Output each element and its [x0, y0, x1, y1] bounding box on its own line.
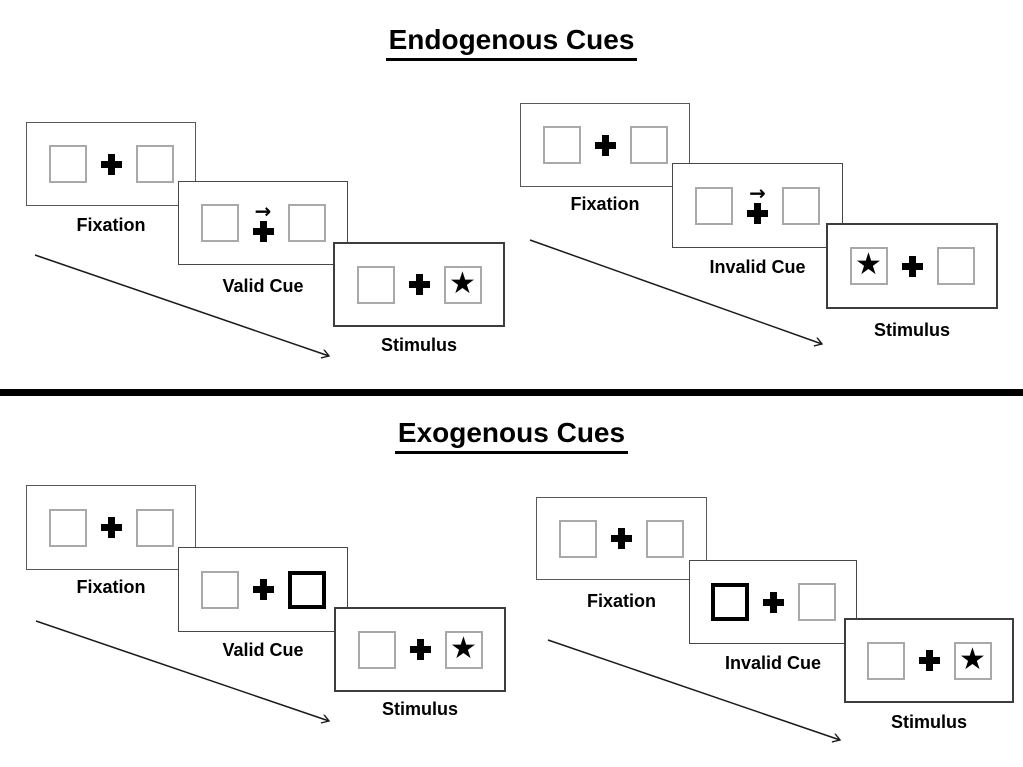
panel-label-valid-cue: Valid Cue — [222, 640, 304, 660]
right-box — [135, 145, 174, 183]
exo-invalid-cue-panel — [689, 560, 857, 644]
left-box-target: ★ — [849, 247, 888, 285]
fixation-cross-icon — [901, 255, 923, 277]
panel-label-fixation: Fixation — [76, 215, 146, 235]
endo-valid-stimulus-panel: ★ — [333, 242, 505, 327]
cue-arrow-icon: → — [749, 181, 766, 205]
section-title-text: Endogenous Cues — [385, 24, 638, 61]
right-box-target: ★ — [443, 265, 482, 304]
exo-invalid-stimulus-panel: ★ — [844, 618, 1014, 703]
timeline-arrow-endo-valid — [34, 254, 329, 356]
left-box — [559, 519, 597, 558]
panel-label-fixation: Fixation — [76, 577, 146, 597]
left-box — [200, 204, 239, 242]
panel-label-stimulus: Stimulus — [873, 320, 950, 340]
endo-invalid-fixation-panel — [520, 103, 690, 187]
panel-label-fixation: Fixation — [586, 591, 656, 611]
panel-label-stimulus: Stimulus — [380, 335, 457, 355]
panel-label-fixation: Fixation — [570, 194, 640, 214]
section-title-text: Exogenous Cues — [394, 417, 629, 454]
section-divider — [0, 389, 1023, 396]
star-icon: ★ — [959, 641, 986, 677]
left-box — [542, 126, 581, 164]
timeline-arrow-exo-valid — [35, 620, 329, 721]
section-title-endogenous: Endogenous Cues — [0, 24, 1023, 61]
right-box — [936, 247, 975, 285]
right-box — [797, 583, 836, 621]
left-box — [48, 145, 87, 183]
left-box — [866, 641, 905, 680]
left-box — [695, 186, 733, 225]
right-box-cued — [287, 570, 326, 609]
exo-valid-fixation-panel — [26, 485, 196, 570]
star-icon: ★ — [449, 265, 476, 301]
panel-label-invalid-cue: Invalid Cue — [724, 653, 822, 673]
left-box — [357, 630, 396, 669]
panel-label-valid-cue: Valid Cue — [222, 276, 304, 296]
left-box-cued — [710, 583, 749, 621]
fixation-cross-icon — [747, 203, 768, 224]
section-title-exogenous: Exogenous Cues — [0, 417, 1023, 454]
right-box — [135, 508, 174, 547]
left-box — [200, 570, 239, 609]
fixation-cross-icon — [409, 639, 431, 660]
exo-valid-cue-panel — [178, 547, 348, 632]
panel-label-stimulus: Stimulus — [890, 712, 967, 732]
cue-arrow-icon: → — [254, 198, 272, 223]
right-box-target: ★ — [444, 630, 483, 669]
right-box — [782, 186, 820, 225]
fixation-cross-icon — [918, 650, 940, 671]
left-box — [356, 265, 395, 304]
star-icon: ★ — [450, 630, 477, 666]
right-box — [629, 126, 668, 164]
endo-valid-cue-panel: → — [178, 181, 348, 265]
fixation-cross-icon — [611, 528, 632, 549]
panel-label-invalid-cue: Invalid Cue — [709, 257, 806, 277]
exo-valid-stimulus-panel: ★ — [334, 607, 506, 692]
right-box-target: ★ — [953, 641, 992, 680]
endo-invalid-cue-panel: → — [672, 163, 843, 248]
endo-valid-fixation-panel — [26, 122, 196, 206]
fixation-cross-icon — [100, 153, 122, 175]
right-box — [646, 519, 684, 558]
timeline-arrow-exo-invalid — [547, 639, 840, 740]
right-box — [287, 204, 326, 242]
left-box — [48, 508, 87, 547]
panel-label-stimulus: Stimulus — [381, 699, 458, 719]
fixation-cross-icon — [408, 274, 430, 295]
star-icon: ★ — [855, 247, 882, 282]
fixation-cross-icon — [762, 591, 784, 613]
fixation-cross-icon — [100, 517, 122, 538]
fixation-cross-icon — [594, 134, 616, 156]
fixation-cross-icon — [252, 220, 274, 242]
fixation-cross-icon — [252, 579, 274, 600]
endo-invalid-stimulus-panel: ★ — [826, 223, 998, 309]
timeline-arrow-endo-invalid — [529, 239, 822, 344]
exo-invalid-fixation-panel — [536, 497, 707, 580]
